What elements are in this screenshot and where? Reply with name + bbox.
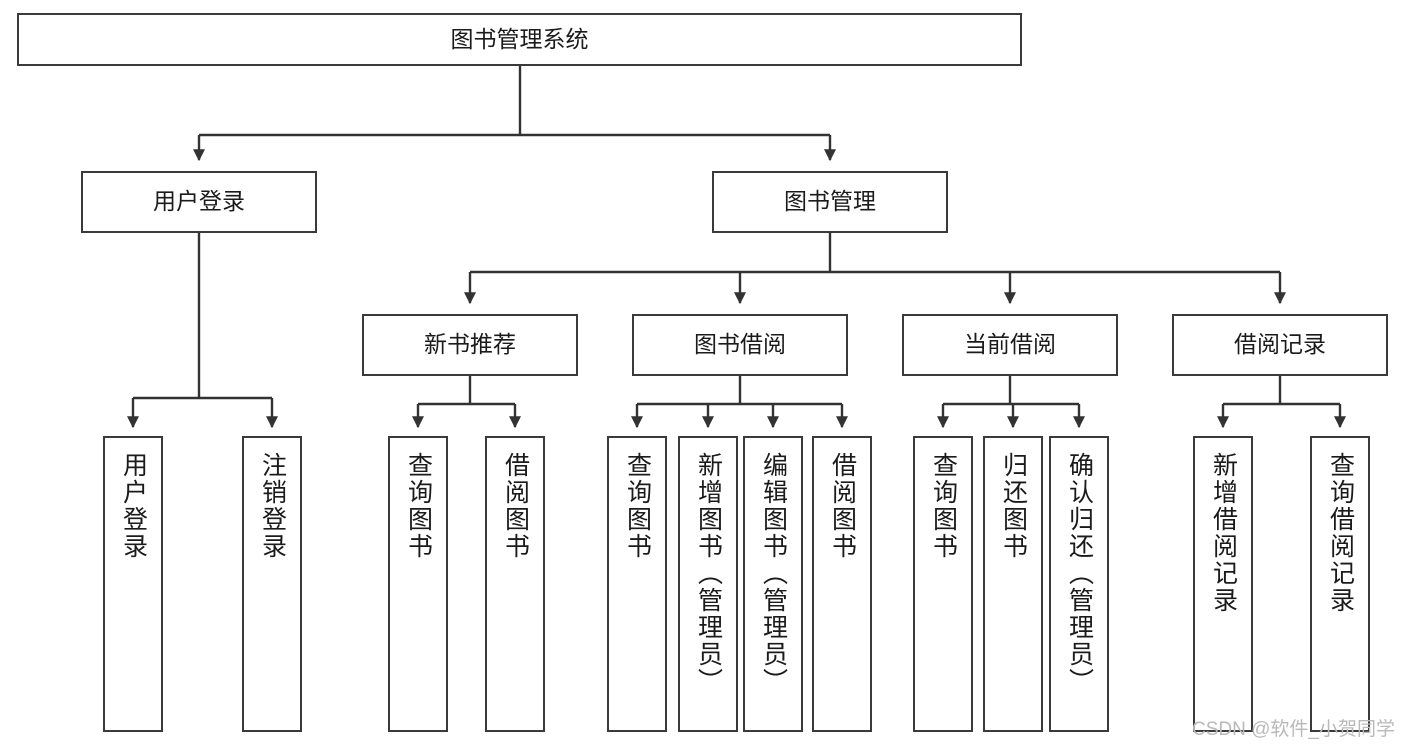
leaf-record-query-borrow-record[interactable]: 查询借阅记录 xyxy=(1310,436,1370,732)
node-borrow-record[interactable]: 借阅记录 xyxy=(1172,314,1388,376)
leaf-borrow-borrow-book[interactable]: 借阅图书 xyxy=(812,436,872,732)
node-label: 编辑图书（管理员） xyxy=(759,452,788,695)
node-book-management[interactable]: 图书管理 xyxy=(712,171,948,233)
leaf-borrow-add-book-admin[interactable]: 新增图书（管理员） xyxy=(678,436,738,732)
node-label: 借阅图书 xyxy=(501,452,530,560)
node-root-book-management-system[interactable]: 图书管理系统 xyxy=(17,13,1022,66)
node-book-borrow[interactable]: 图书借阅 xyxy=(632,314,848,376)
leaf-current-return-book[interactable]: 归还图书 xyxy=(983,436,1043,732)
leaf-borrow-query-book[interactable]: 查询图书 xyxy=(607,436,667,732)
leaf-recommend-borrow-book[interactable]: 借阅图书 xyxy=(485,436,545,732)
leaf-user-login-logout[interactable]: 注销登录 xyxy=(242,436,302,732)
node-label: 新增图书（管理员） xyxy=(694,452,723,695)
leaf-recommend-query-book[interactable]: 查询图书 xyxy=(388,436,448,732)
node-label: 归还图书 xyxy=(999,452,1028,560)
node-label: 新书推荐 xyxy=(424,331,516,358)
leaf-current-query-book[interactable]: 查询图书 xyxy=(913,436,973,732)
node-label: 用户登录 xyxy=(119,452,148,560)
leaf-borrow-edit-book-admin[interactable]: 编辑图书（管理员） xyxy=(743,436,803,732)
node-label: 注销登录 xyxy=(258,452,287,560)
node-label: 图书管理 xyxy=(784,188,876,215)
node-label: 查询借阅记录 xyxy=(1326,452,1355,614)
leaf-user-login-login[interactable]: 用户登录 xyxy=(103,436,163,732)
node-new-book-recommend[interactable]: 新书推荐 xyxy=(362,314,578,376)
leaf-current-confirm-return-admin[interactable]: 确认归还（管理员） xyxy=(1049,436,1109,732)
node-label: 借阅图书 xyxy=(828,452,857,560)
leaf-record-add-borrow-record[interactable]: 新增借阅记录 xyxy=(1193,436,1253,732)
node-label: 确认归还（管理员） xyxy=(1065,452,1094,695)
node-label: 图书借阅 xyxy=(694,331,786,358)
csdn-watermark: CSDN @软件_小贺同学 xyxy=(1192,719,1395,740)
node-label: 图书管理系统 xyxy=(450,25,589,52)
node-label: 当前借阅 xyxy=(964,331,1056,358)
node-user-login[interactable]: 用户登录 xyxy=(81,171,317,233)
node-label: 新增借阅记录 xyxy=(1209,452,1238,614)
node-label: 查询图书 xyxy=(623,452,652,560)
node-label: 用户登录 xyxy=(153,188,245,215)
node-label: 借阅记录 xyxy=(1234,331,1326,358)
node-label: 查询图书 xyxy=(929,452,958,560)
node-label: 查询图书 xyxy=(404,452,433,560)
node-current-borrow[interactable]: 当前借阅 xyxy=(902,314,1118,376)
